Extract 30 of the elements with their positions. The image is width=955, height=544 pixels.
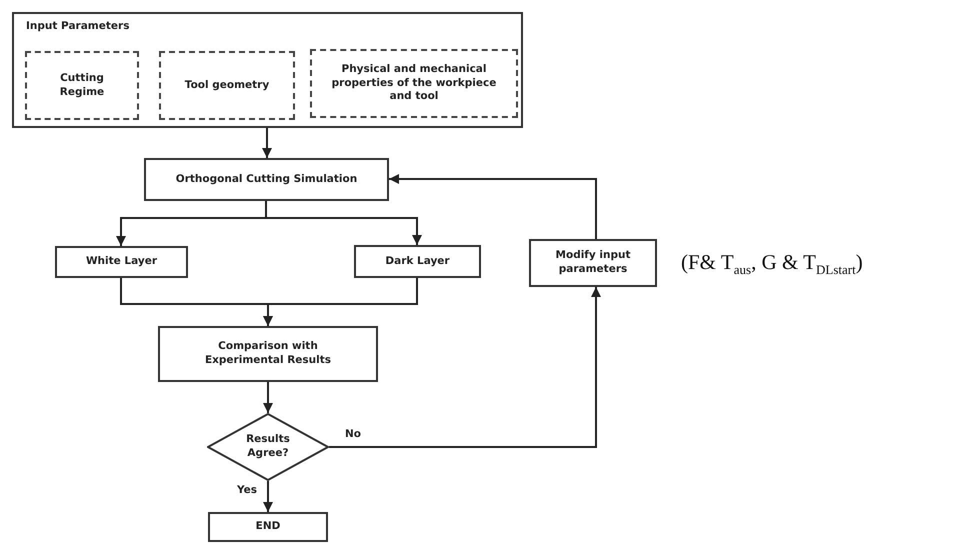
arrow — [329, 287, 601, 448]
decision-diamond — [207, 413, 329, 481]
node-text: Input Parameters — [26, 20, 130, 34]
arrow — [262, 128, 272, 158]
node-text: Orthogonal Cutting Simulation — [176, 172, 358, 186]
process-box — [529, 239, 657, 287]
node-text: Modify input parameters — [554, 249, 632, 277]
arrow — [263, 481, 273, 512]
node-text: END — [256, 520, 280, 534]
node-text: Dark Layer — [385, 254, 450, 268]
node-text: Results Agree? — [245, 433, 291, 461]
input-group-box — [12, 12, 523, 128]
arrow — [265, 201, 422, 245]
process-box — [158, 326, 378, 382]
node-text: Physical and mechanical properties of the workpiece and tool — [330, 63, 498, 104]
input-box — [25, 51, 139, 120]
node-text: Tool geometry — [184, 78, 270, 92]
node-text: Comparison with Experimental Results — [204, 340, 332, 368]
input-box — [310, 49, 518, 118]
process-box — [55, 246, 188, 278]
arrow — [263, 278, 418, 326]
process-box — [144, 158, 389, 201]
parameter-note: (F& T$_{aus}$, G & T$_{DLstart}$) — [681, 250, 863, 278]
node-text: Cutting Regime — [58, 72, 106, 100]
process-box — [354, 245, 481, 278]
arrow — [263, 382, 273, 413]
input-box — [159, 51, 295, 120]
arrow — [389, 174, 597, 239]
end-box — [208, 512, 328, 542]
node-text: White Layer — [86, 255, 158, 269]
